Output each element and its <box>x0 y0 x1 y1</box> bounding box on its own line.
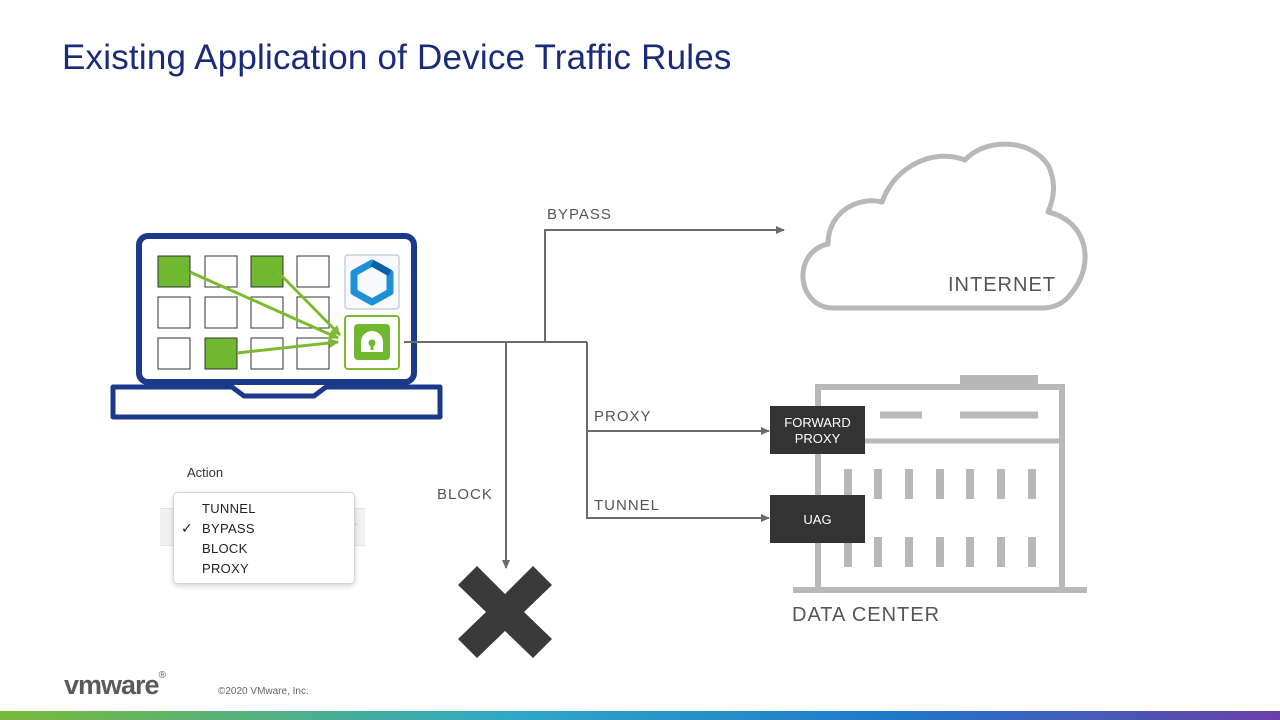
workspace-one-icon <box>344 254 400 310</box>
action-label: Action <box>187 465 224 480</box>
app-tile <box>250 255 284 288</box>
slide-title: Existing Application of Device Traffic R… <box>62 38 732 77</box>
dropdown-option-tunnel[interactable]: TUNNEL <box>202 501 256 516</box>
forward-proxy-line1: FORWARD <box>784 415 850 430</box>
internet-label: INTERNET <box>948 274 1056 296</box>
uag-label: UAG <box>803 512 831 527</box>
app-tile <box>204 296 238 329</box>
internet-cloud-icon <box>800 141 1088 311</box>
tunnel-app-icon <box>344 315 400 370</box>
data-center-label: DATA CENTER <box>792 604 940 626</box>
dropdown-option-block[interactable]: BLOCK <box>202 541 248 556</box>
vmware-logo: vmware® <box>64 670 166 701</box>
proxy-label: PROXY <box>594 408 652 425</box>
trademark-symbol: ® <box>158 670 166 681</box>
uag-box: UAG <box>770 495 865 543</box>
forward-proxy-box: FORWARD PROXY <box>770 406 865 454</box>
data-center-building-icon <box>793 375 1087 593</box>
app-tile <box>250 337 284 370</box>
block-x-icon <box>458 566 552 658</box>
dropdown-option-bypass[interactable]: BYPASS <box>202 521 255 536</box>
tunnel-label: TUNNEL <box>594 497 660 514</box>
action-dropdown-menu: TUNNEL ✓ BYPASS BLOCK PROXY <box>173 492 355 584</box>
app-tile <box>296 255 330 288</box>
forward-proxy-line2: PROXY <box>795 431 841 446</box>
checkmark-icon: ✓ <box>181 520 193 536</box>
dropdown-option-proxy[interactable]: PROXY <box>202 561 250 576</box>
app-tile <box>157 255 191 288</box>
app-tile <box>157 296 191 329</box>
block-label: BLOCK <box>437 486 493 503</box>
app-tile <box>204 337 238 370</box>
bypass-label: BYPASS <box>547 206 612 223</box>
vmware-logo-text: vmware <box>64 670 160 700</box>
copyright-text: ©2020 VMware, Inc. <box>218 686 309 697</box>
app-traffic-arrows <box>189 270 342 355</box>
routing-lines <box>404 226 785 569</box>
app-tile <box>157 337 191 370</box>
brand-gradient-bar <box>0 711 1280 720</box>
